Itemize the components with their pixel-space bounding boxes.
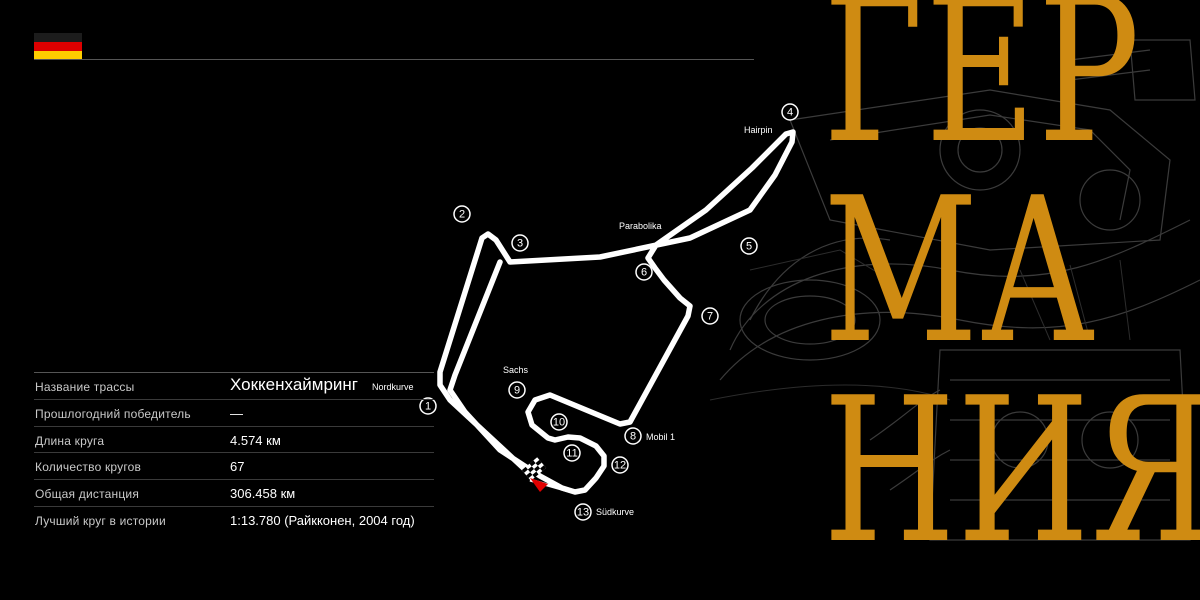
info-label: Количество кругов <box>35 460 142 475</box>
turn-marker-8: 8 <box>624 427 642 445</box>
info-row-total-distance: Общая дистанция 306.458 км <box>34 479 434 506</box>
turn-number: 9 <box>514 385 520 397</box>
info-label: Длина круга <box>35 433 105 448</box>
circuit-info-table: Название трассы Хоккенхаймринг Прошлогод… <box>34 372 434 533</box>
info-value: 306.458 км <box>230 486 296 502</box>
turn-number: 11 <box>566 448 577 460</box>
flag-stripe-red <box>34 42 82 51</box>
turn-marker-10: 10 <box>550 413 568 431</box>
country-name: ГЕР МА НИЯ <box>815 0 1200 600</box>
turn-marker-12: 12 <box>611 456 629 474</box>
turn-number: 5 <box>746 241 752 253</box>
corner-label: Südkurve <box>596 507 634 517</box>
info-label: Название трассы <box>35 380 135 394</box>
info-value: 67 <box>230 459 245 475</box>
corner-label: Parabolika <box>619 221 662 231</box>
turn-marker-6: 6 <box>635 263 653 281</box>
country-name-line-1: ГЕР <box>823 0 1142 188</box>
corner-label: Hairpin <box>744 125 773 135</box>
country-name-line-3: НИЯ <box>823 355 1200 588</box>
turn-marker-13: 13 <box>574 503 592 521</box>
flag-stripe-gold <box>34 51 82 60</box>
info-label: Прошлогодний победитель <box>35 406 191 421</box>
turn-marker-2: 2 <box>453 205 471 223</box>
track-outline <box>437 129 796 495</box>
info-row-lap-record: Лучший круг в истории 1:13.780 (Райкконе… <box>34 505 434 533</box>
country-name-line-2: МА <box>823 155 1097 388</box>
germany-flag <box>34 33 82 60</box>
info-label: Общая дистанция <box>35 487 140 502</box>
header-divider <box>34 59 754 60</box>
flag-stripe-black <box>34 33 82 42</box>
turn-number: 13 <box>577 507 589 519</box>
turn-number: 10 <box>553 417 565 429</box>
start-finish-checker <box>521 457 547 481</box>
info-row-lap-count: Количество кругов 67 <box>34 452 434 479</box>
info-row-circuit-name: Название трассы Хоккенхаймринг <box>34 372 434 399</box>
info-value: — <box>230 405 243 421</box>
info-value: 1:13.780 (Райкконен, 2004 год) <box>230 512 415 528</box>
turn-number: 7 <box>707 311 713 323</box>
turn-number: 8 <box>630 431 636 443</box>
turn-number: 6 <box>641 267 647 279</box>
corner-label: Mobil 1 <box>646 432 675 442</box>
info-label: Лучший круг в истории <box>35 513 166 528</box>
turn-number: 12 <box>614 460 626 472</box>
corner-label: Sachs <box>503 365 529 375</box>
info-row-last-winner: Прошлогодний победитель — <box>34 398 434 426</box>
direction-arrow <box>530 478 548 492</box>
turn-number: 1 <box>425 401 431 413</box>
turn-marker-4: 4 <box>781 103 799 121</box>
info-value: 4.574 км <box>230 432 281 448</box>
turn-marker-7: 7 <box>701 307 719 325</box>
corner-label: Nordkurve <box>372 382 414 392</box>
turn-number: 2 <box>459 209 465 221</box>
turn-marker-9: 9 <box>508 381 526 399</box>
turn-marker-1: 1 <box>419 397 437 415</box>
turn-marker-11: 11 <box>563 444 581 462</box>
turn-number: 3 <box>517 238 523 250</box>
info-row-lap-length: Длина круга 4.574 км <box>34 425 434 453</box>
info-value: Хоккенхаймринг <box>230 375 358 394</box>
turn-marker-3: 3 <box>511 234 529 252</box>
turn-marker-5: 5 <box>740 237 758 255</box>
turn-number: 4 <box>787 107 793 119</box>
engine-sketch-background <box>709 39 1200 541</box>
